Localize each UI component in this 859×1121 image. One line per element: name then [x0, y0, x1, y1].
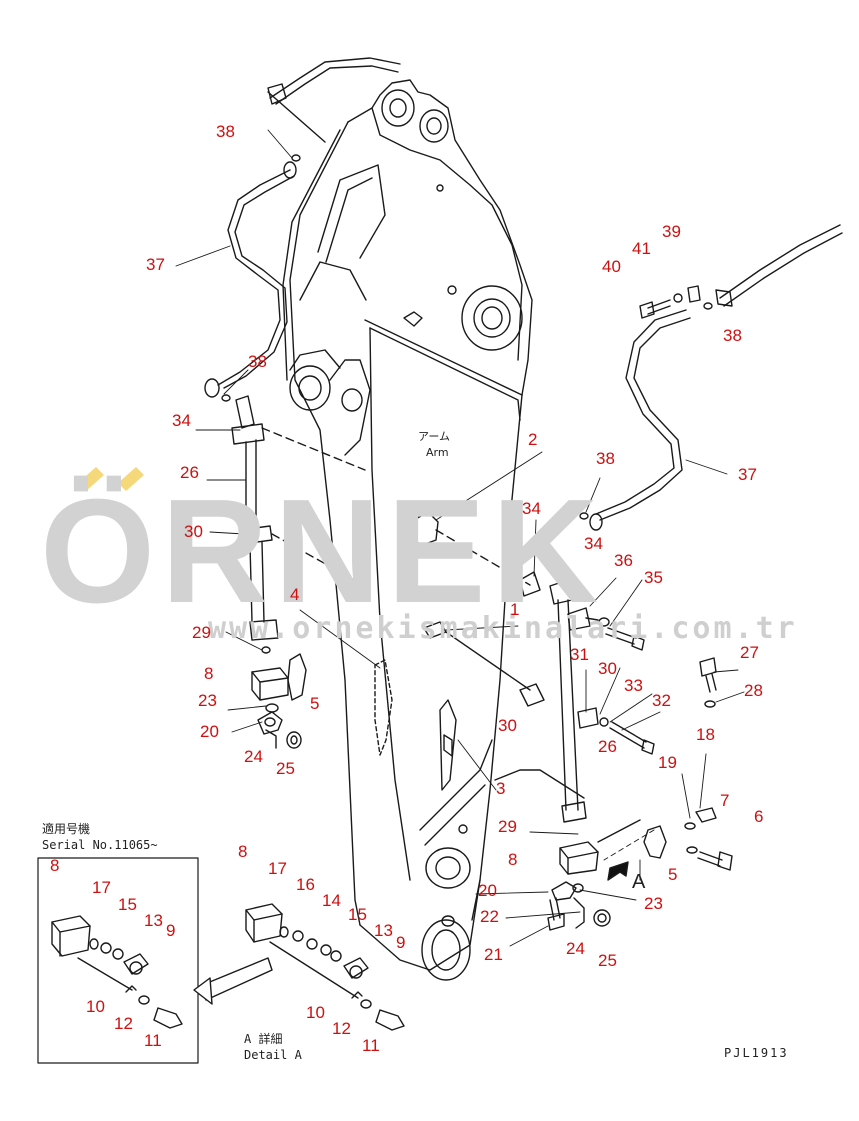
watermark-brand: ÖRNEK [40, 469, 605, 634]
callout-12: 12 [114, 1014, 133, 1033]
callout-34: 34 [522, 499, 541, 518]
callout-13: 13 [374, 921, 393, 940]
callout-35: 35 [644, 568, 663, 587]
callout-9: 9 [396, 933, 406, 952]
arm-body [282, 79, 533, 981]
callout-8: 8 [238, 842, 248, 861]
serial-inset-box [37, 857, 273, 1064]
detail-a-view [245, 903, 405, 1031]
callout-34: 34 [584, 534, 603, 553]
callout-5: 5 [668, 865, 678, 884]
callout-32: 32 [652, 691, 671, 710]
callout-5: 5 [310, 694, 320, 713]
serial-label-en: Serial No.11065~ [42, 838, 158, 852]
callout-4: 4 [290, 585, 300, 604]
view-letter-a: A [632, 871, 646, 893]
callout-25: 25 [276, 759, 295, 778]
callout-2: 2 [528, 430, 538, 449]
callout-11: 11 [144, 1031, 162, 1050]
callout-21: 21 [484, 945, 503, 964]
callout-33: 33 [624, 676, 643, 695]
callout-11: 11 [362, 1036, 380, 1055]
callout-27: 27 [740, 643, 759, 662]
callout-10: 10 [306, 1003, 325, 1022]
callout-37: 37 [738, 465, 757, 484]
callout-30: 30 [598, 659, 617, 678]
callout-22: 22 [480, 907, 499, 926]
callout-6: 6 [754, 807, 764, 826]
watermark-accent-marks [78, 467, 144, 491]
callout-30: 30 [184, 522, 203, 541]
hose-37-left [204, 57, 401, 402]
callout-18: 18 [696, 725, 715, 744]
callout-29: 29 [498, 817, 517, 836]
callout-38: 38 [723, 326, 742, 345]
detail-label-jp: A 詳細 [244, 1032, 283, 1046]
callout-16: 16 [296, 875, 315, 894]
detail-label-en: Detail A [244, 1048, 302, 1062]
callout-24: 24 [566, 939, 585, 958]
callout-29: 29 [192, 623, 211, 642]
callout-3: 3 [496, 779, 506, 798]
callout-12: 12 [332, 1019, 351, 1038]
callout-38: 38 [596, 449, 615, 468]
callout-31: 31 [570, 645, 589, 664]
callout-25: 25 [598, 951, 617, 970]
arm-label-en: Arm [426, 446, 449, 459]
callout-1: 1 [510, 600, 520, 619]
callout-28: 28 [744, 681, 763, 700]
upper-right-fittings [639, 285, 701, 319]
left-pipe-assembly [231, 395, 373, 749]
hose-37-right [579, 224, 843, 531]
callout-40: 40 [602, 257, 621, 276]
right-pipe-assembly [411, 511, 733, 931]
callout-8: 8 [508, 850, 518, 869]
callout-20: 20 [478, 881, 497, 900]
callout-17: 17 [92, 878, 111, 897]
drawing-code: PJL1913 [724, 1046, 789, 1060]
callout-36: 36 [614, 551, 633, 570]
callout-8: 8 [50, 856, 60, 875]
callout-38: 38 [248, 352, 267, 371]
callout-23: 23 [644, 894, 663, 913]
callout-23: 23 [198, 691, 217, 710]
leader-lines [175, 129, 745, 947]
callout-20: 20 [200, 722, 219, 741]
callout-38: 38 [216, 122, 235, 141]
callout-26: 26 [598, 737, 617, 756]
callout-14: 14 [322, 891, 341, 910]
callout-19: 19 [658, 753, 677, 772]
callout-26: 26 [180, 463, 199, 482]
callout-13: 13 [144, 911, 163, 930]
watermark-url: www.ornekismakinalari.com.tr [208, 611, 798, 646]
callout-7: 7 [720, 791, 730, 810]
callout-39: 39 [662, 222, 681, 241]
arm-label-jp: アーム [418, 430, 451, 443]
callout-37: 37 [146, 255, 165, 274]
callout-10: 10 [86, 997, 105, 1016]
callout-41: 41 [632, 239, 651, 258]
callout-17: 17 [268, 859, 287, 878]
callout-30: 30 [498, 716, 517, 735]
callout-34: 34 [172, 411, 191, 430]
callout-15: 15 [348, 905, 367, 924]
serial-label-jp: 適用号機 [42, 822, 91, 836]
callout-9: 9 [166, 921, 176, 940]
callout-15: 15 [118, 895, 137, 914]
callout-8: 8 [204, 664, 214, 683]
callout-24: 24 [244, 747, 263, 766]
